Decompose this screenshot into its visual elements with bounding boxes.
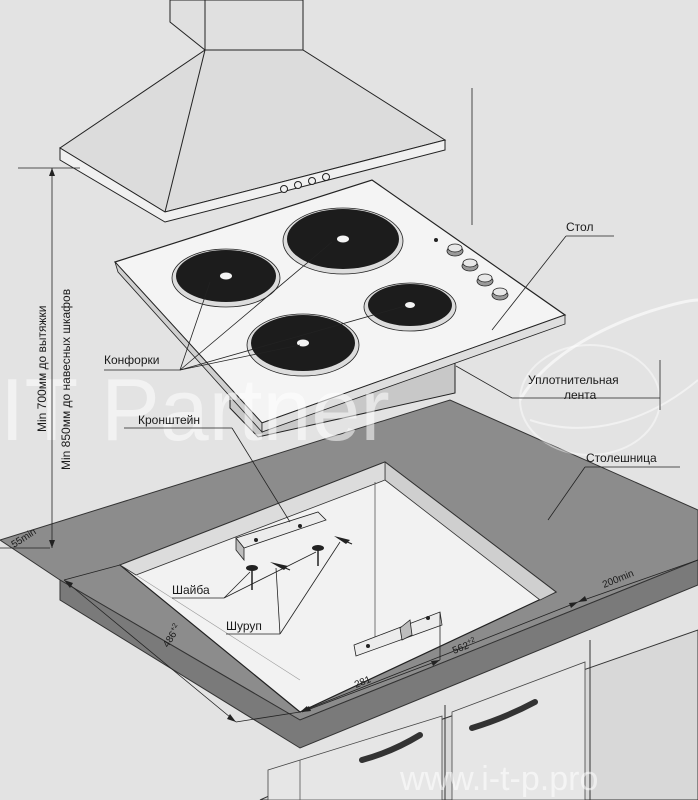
burner-rear-left [171,248,281,308]
countertop [0,399,698,749]
kitchen-cabinet [259,629,698,800]
hob-knob-1 [446,243,464,257]
electric-hob [113,179,567,438]
hood-button-3 [308,177,316,185]
watermark: IT Partner www.i-t-p.pro [0,298,698,798]
mounting-bracket-front [353,611,443,657]
label-sealing-tape-line1: Уплотнительная [528,373,619,387]
label-sealing-tape-line2: лента [564,388,597,402]
hob-knob-2 [461,258,479,272]
label-screw: Шуруп [226,619,262,633]
cabinet-clearance-label: Min 850мм до навесных шкафов [59,289,73,470]
burner-front-right [363,282,457,332]
hob-knob-4 [491,287,509,301]
watermark-url: www.i-t-p.pro [399,760,598,798]
burner-rear-right [282,207,404,275]
label-burners: Конфорки [104,353,159,367]
range-hood [59,0,447,223]
cabinet-handle-right [469,699,538,731]
hood-button-2 [294,181,302,189]
label-countertop: Столешница [586,451,657,465]
label-table: Стол [566,220,593,234]
label-bracket: Кронштейн [138,413,200,427]
cutout-dimensions [0,547,698,723]
label-washer: Шайба [172,583,210,597]
height-dimension [18,88,661,548]
watermark-brand: IT Partner [0,360,390,459]
hood-button-4 [322,173,330,181]
hob-indicator-light [434,238,438,242]
hood-clearance-label: Min 700мм до вытяжки [35,305,49,432]
mounting-bracket-rear [235,511,327,562]
cabinet-handle-left [359,732,423,763]
hood-button-1 [280,185,288,193]
hob-knob-3 [476,273,494,287]
burner-front-left [246,313,360,377]
leader-lines [104,235,680,635]
